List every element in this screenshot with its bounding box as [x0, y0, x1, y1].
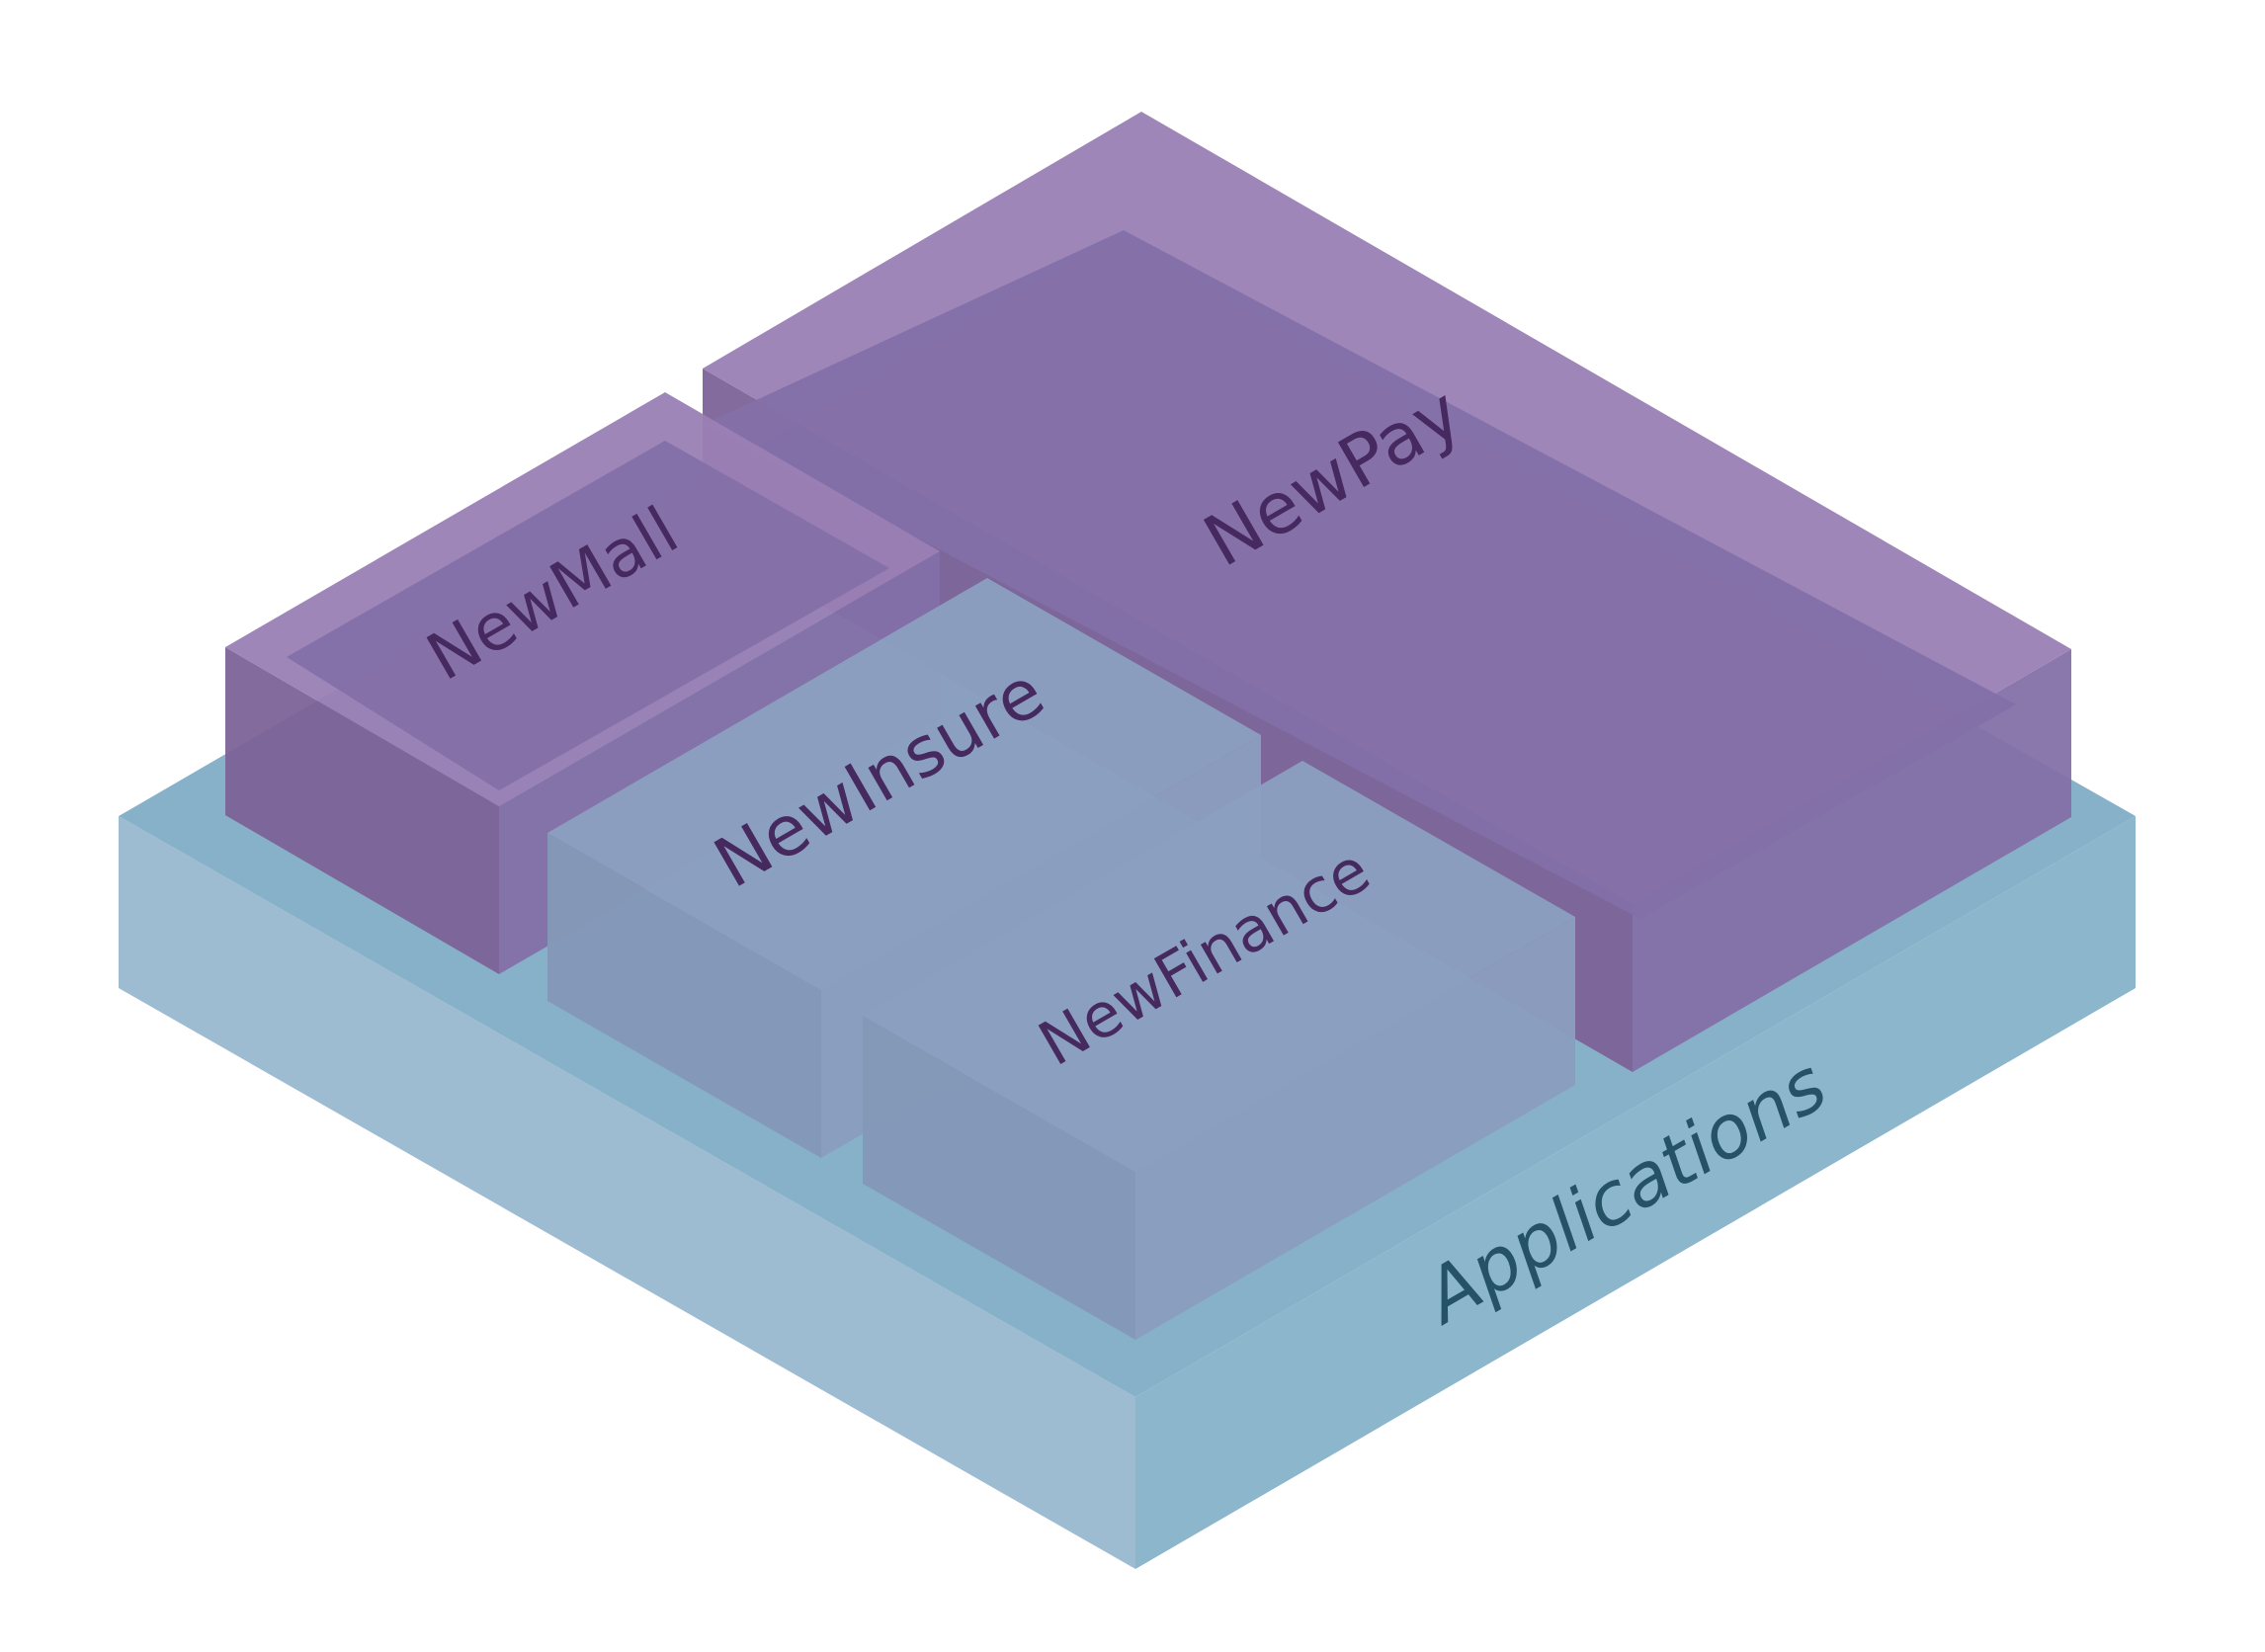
newinsure-block-left-face — [547, 833, 821, 1158]
newfinance-block-right-face — [1135, 917, 1575, 1340]
newfinance-block — [863, 761, 1575, 1340]
newmall-block-left-face — [225, 647, 499, 974]
newpay-block-right-face — [1633, 649, 2071, 1072]
applications-platform-right-face — [1135, 816, 2136, 1569]
newinsure-block-top-face — [547, 578, 1261, 990]
newfinance-block-left-face — [863, 1016, 1135, 1340]
newfinance-block-top-face — [863, 761, 1575, 1172]
newmall-block-top-inner — [287, 441, 889, 790]
newpay-block-top-inner — [703, 230, 2016, 919]
applications-platform-left-face — [119, 816, 1135, 1569]
